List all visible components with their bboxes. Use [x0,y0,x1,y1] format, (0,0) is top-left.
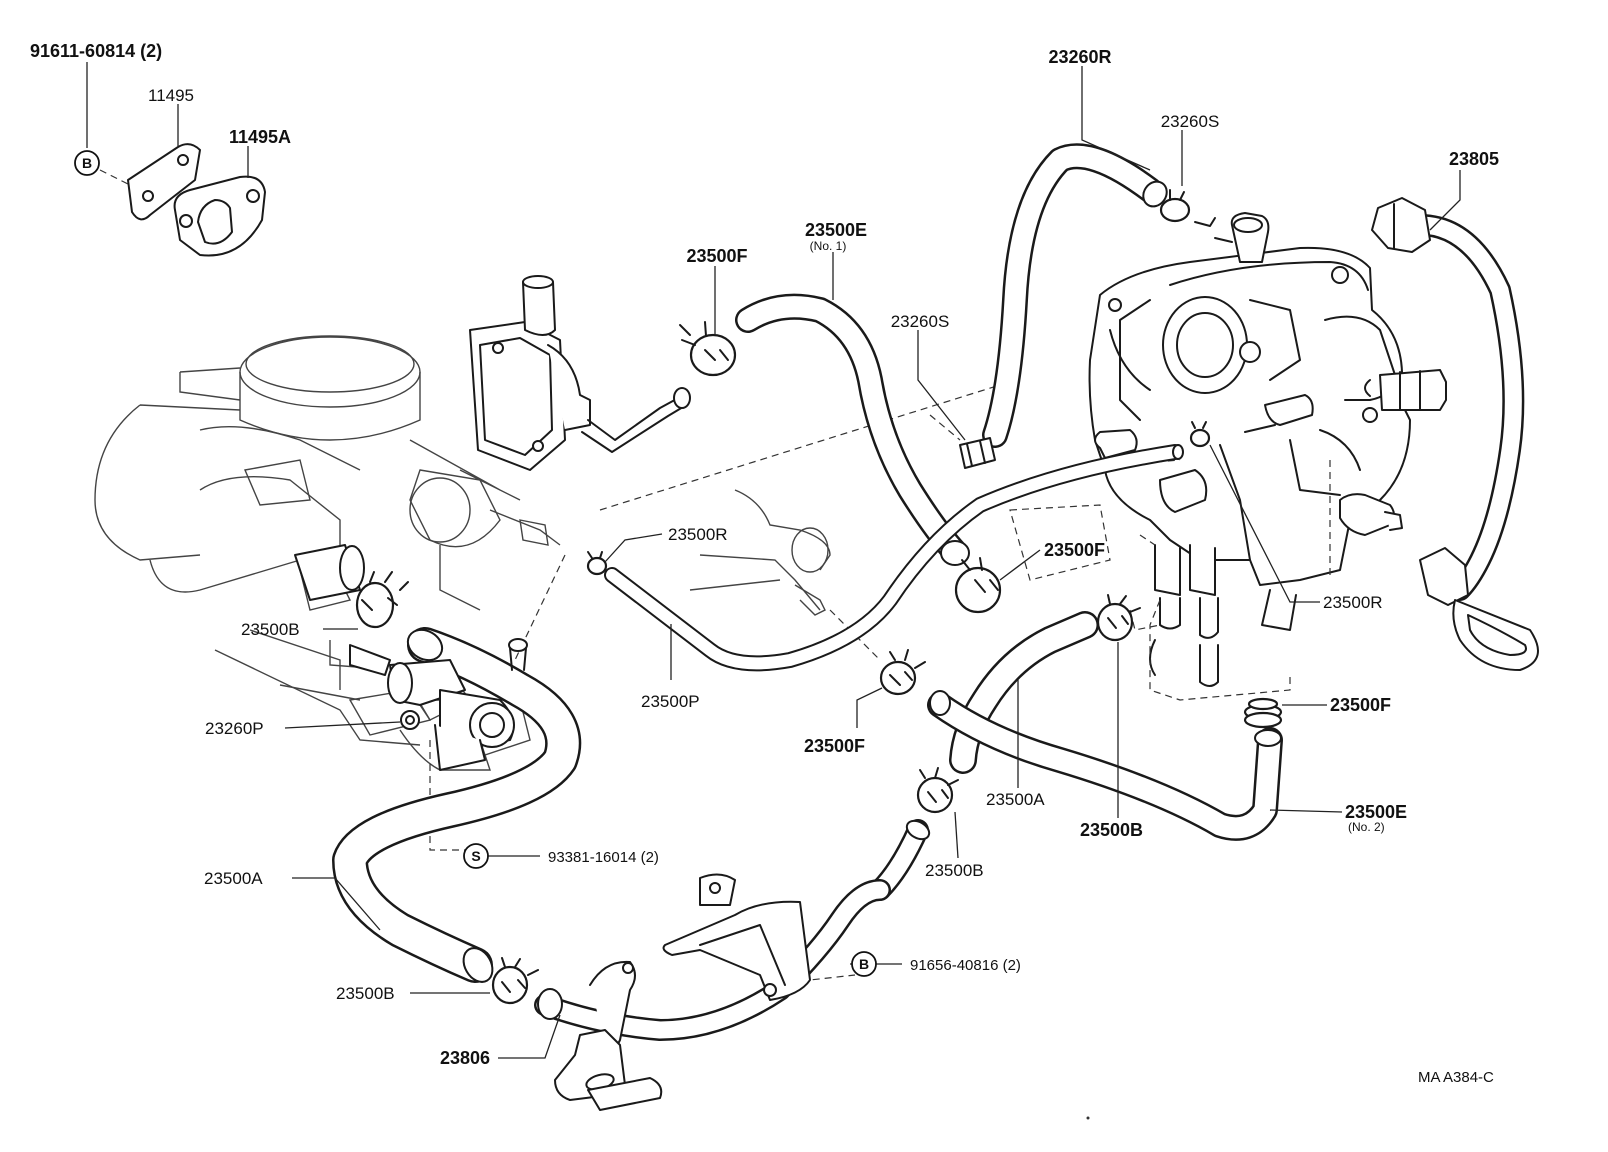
label-23260r: 23260R [1048,47,1111,67]
label-23500e-no1-sub: (No. 1) [810,239,847,253]
gasket-11495 [127,143,201,221]
hose-23500p [604,444,1184,672]
label-23500e-no1: 23500E [805,220,867,240]
label-23500a-left: 23500A [204,869,263,888]
label-23260s-top: 23260S [1161,112,1220,131]
bolt-symbol-top: B [74,150,100,176]
clamp-23500r-left [586,551,608,576]
label-23500r-right: 23500R [1323,593,1383,612]
guide-dash-valve [929,414,961,441]
label-23500b-mid: 23500B [925,861,984,880]
label-23500p: 23500P [641,692,700,711]
assembly-outline-dash-2 [1139,534,1291,701]
label-91656-40816: 91656-40816 (2) [910,957,1021,974]
hose-23805 [1371,197,1539,671]
label-23500e-no2: 23500E [1345,802,1407,822]
catalog-code: MA A384-C [1418,1069,1494,1086]
hose-23500e-no1 [735,293,970,566]
sensor-ghost [689,489,831,616]
hose-23500a-right [949,611,1099,774]
clamp-23500f-top [679,321,737,377]
clamp-23500f-right [1243,697,1283,729]
assembly-outline-dash-3 [1129,609,1161,631]
assembly-outline-dash-1 [1009,504,1111,581]
clamp-23500b-left [355,571,409,629]
clamp-23260s-top [1159,189,1216,227]
label-23500b-left: 23500B [241,620,300,639]
hose-23500a-left [332,627,582,983]
hose-23500e-no2 [927,690,1283,841]
label-23500r-left: 23500R [668,525,728,544]
fitting-23260p [400,710,420,730]
clamp-23500f-mid [954,557,1002,614]
label-11495a: 11495A [229,127,291,147]
leader-lines [86,62,1461,1059]
label-91611-60814: 91611-60814 (2) [30,41,162,61]
label-23260s-mid: 23260S [891,312,950,331]
label-23806: 23806 [440,1048,490,1068]
label-23500a-right: 23500A [986,790,1045,809]
pipe-fitting-left-valve [294,544,515,771]
screw-symbol: S [463,843,489,869]
pipe-23806 [534,873,891,1111]
svg-text:S: S [471,848,480,864]
bolt-symbol-bottom: B [851,951,877,977]
label-23260p: 23260P [205,719,264,738]
clamp-23500f-low [879,649,926,696]
label-23500f-mid: 23500F [1044,540,1105,560]
label-23500f-right: 23500F [1330,695,1391,715]
label-11495: 11495 [148,86,194,105]
clamp-23500r-right [1189,421,1211,448]
label-23500b-low: 23500B [336,984,395,1003]
svg-text:B: B [859,956,869,972]
label-23500b-right: 23500B [1080,820,1143,840]
part-labels: 91611-60814 (2) 11495 11495A 23260R 2326… [30,41,1499,1086]
valve-23260s-mid [959,437,996,469]
hose-23260r [982,143,1168,448]
small-fitting-left [508,638,528,671]
clamp-23500b-low [491,957,539,1005]
label-23500e-no2-sub: (No. 2) [1348,820,1385,834]
gasket-11495a [173,175,266,257]
label-23500f-low: 23500F [804,736,865,756]
stray-mark [1086,1116,1090,1120]
guide-dash-s [429,740,465,851]
clamp-23500b-right [1096,594,1141,642]
guide-dash-b-top [99,169,131,186]
svg-text:B: B [82,155,92,171]
clamp-23500b-mid [916,767,959,814]
guide-dash-upper [599,384,1001,511]
label-23500f-top: 23500F [686,246,747,266]
vsv-bracket [469,275,691,471]
label-23805: 23805 [1449,149,1499,169]
label-93381-16014: 93381-16014 (2) [548,849,659,866]
